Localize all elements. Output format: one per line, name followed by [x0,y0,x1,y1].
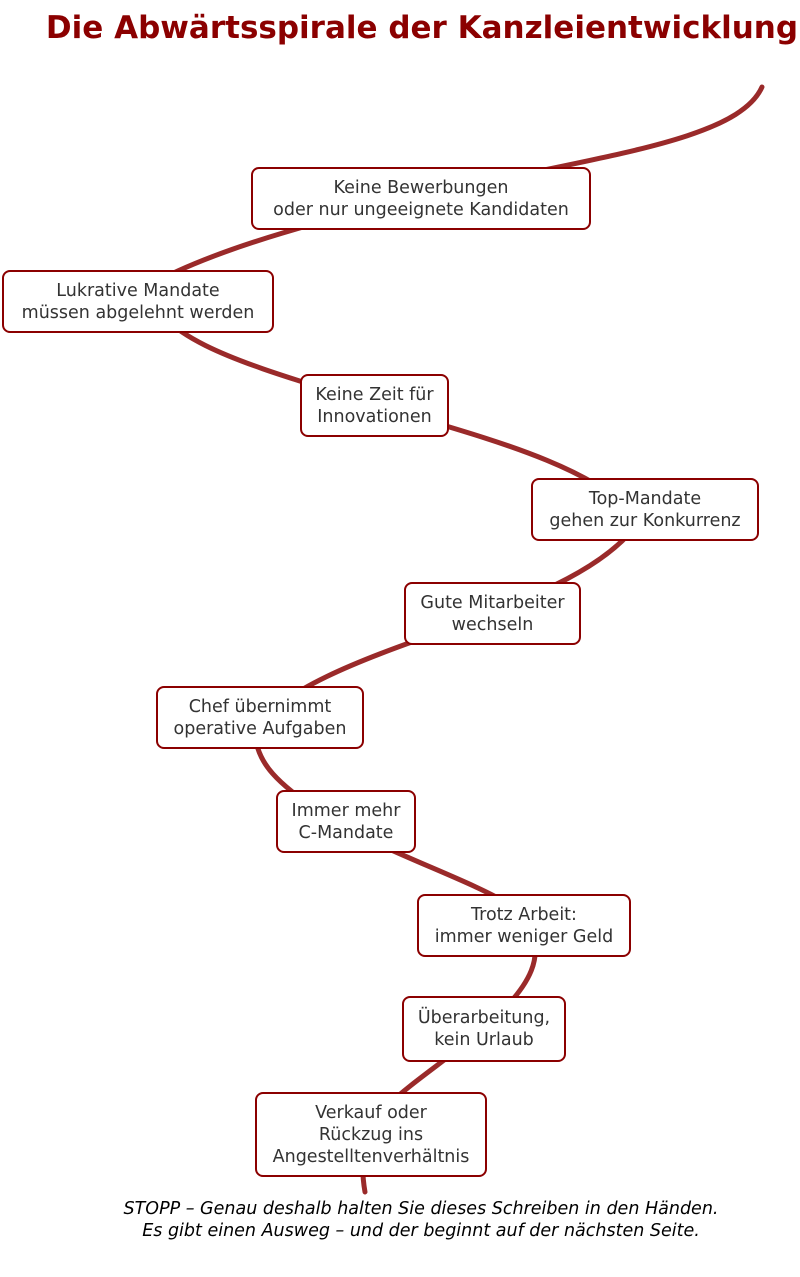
step-box: Überarbeitung, kein Urlaub [402,996,566,1062]
step-box: Keine Bewerbungen oder nur ungeeignete K… [251,167,591,230]
footer-line-2: Es gibt einen Ausweg – und der beginnt a… [142,1221,700,1241]
page-title: Die Abwärtsspirale der Kanzleientwicklun… [45,10,799,46]
step-box: Immer mehr C-Mandate [276,790,416,853]
step-box: Top-Mandate gehen zur Konkurrenz [531,478,759,541]
step-box: Chef übernimmt operative Aufgaben [156,686,364,749]
step-box: Verkauf oder Rückzug ins Angestelltenver… [255,1092,487,1177]
footer-note: STOPP – Genau deshalb halten Sie dieses … [0,1198,800,1242]
footer-line-1: STOPP – Genau deshalb halten Sie dieses … [123,1199,719,1219]
step-box: Lukrative Mandate müssen abgelehnt werde… [2,270,274,333]
step-box: Keine Zeit für Innovationen [300,374,449,437]
step-box: Trotz Arbeit: immer weniger Geld [417,894,631,957]
step-box: Gute Mitarbeiter wechseln [404,582,581,645]
